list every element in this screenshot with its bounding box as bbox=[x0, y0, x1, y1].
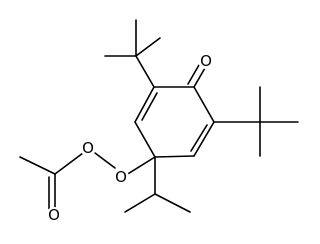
isopropyl-methyl-right bbox=[154, 193, 191, 213]
peroxy-oxygen-1-label: O bbox=[115, 168, 127, 186]
carbonyl-oxygen-atom: O bbox=[198, 52, 214, 70]
bonds bbox=[19, 19, 299, 213]
ring-bond-c5-c6 bbox=[134, 121, 156, 158]
peroxy-to-acyl-carbon-bond bbox=[54, 152, 84, 175]
tbutyl-left-attach-bond bbox=[135, 55, 155, 88]
peroxy-oxygen-2-label: O bbox=[82, 139, 94, 157]
ring-bond-c6-c1 bbox=[134, 86, 155, 123]
tbutyl-left-methyl-right bbox=[135, 37, 161, 57]
isopropyl-methyl-left bbox=[124, 193, 156, 213]
acetyl-oxygen-label: O bbox=[48, 206, 60, 224]
atom-labels: O O O O bbox=[46, 52, 214, 224]
carbonyl-bond-double bbox=[187, 64, 200, 85]
ring-bond-c3-c4-double bbox=[190, 124, 208, 152]
ring-bond-c6-c1-double bbox=[141, 92, 158, 121]
ring-bond-c3-c4 bbox=[193, 121, 215, 157]
ring-to-peroxy-oxygen-bond bbox=[125, 156, 156, 176]
carbonyl-bond bbox=[193, 67, 206, 88]
acetyl-oxygen-atom: O bbox=[46, 206, 62, 224]
acyl-methyl-bond bbox=[19, 156, 56, 175]
peroxy-oxygen-1-atom: O bbox=[113, 168, 129, 186]
carbonyl-oxygen-label: O bbox=[200, 52, 212, 70]
peroxide-bond bbox=[94, 152, 116, 169]
peroxy-oxygen-2-atom: O bbox=[80, 139, 96, 157]
ring-bond-c4-c5 bbox=[154, 155, 195, 158]
ring-bond-c2-c3 bbox=[193, 86, 215, 123]
